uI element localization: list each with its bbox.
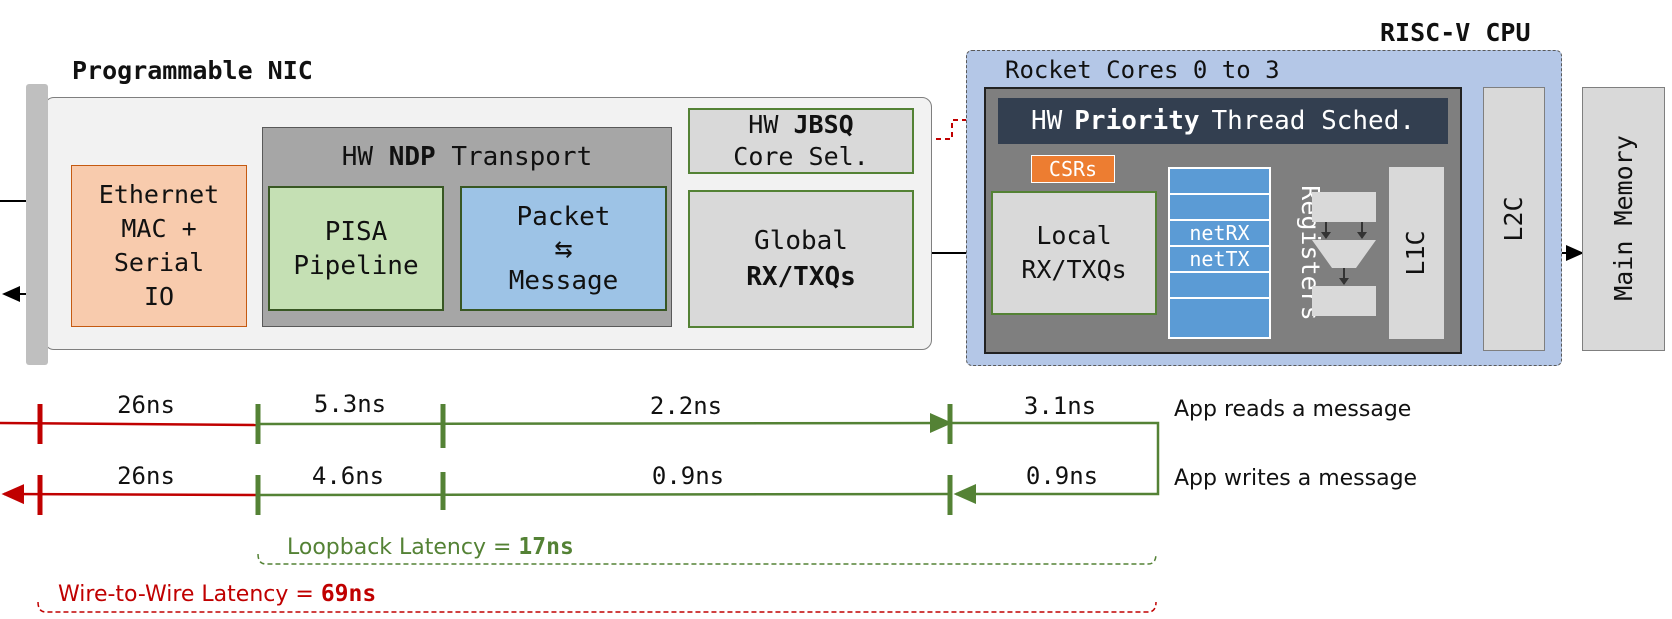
- packet-line-1: Packet: [516, 201, 611, 232]
- priority-sched-block: HW Priority Thread Sched.: [998, 98, 1448, 144]
- l1c-block: [1389, 167, 1444, 339]
- l1c-label: L1C: [1401, 230, 1430, 276]
- register-file: netRX netTX: [1168, 167, 1271, 339]
- read-green-segment: [257, 413, 953, 434]
- csrs-badge: CSRs: [1031, 155, 1115, 183]
- ndp-prefix: HW: [341, 142, 374, 172]
- l2c-label: L2C: [1499, 196, 1528, 242]
- app-reads-label: App reads a message: [1174, 397, 1412, 422]
- datapath-icon: [1312, 192, 1376, 316]
- pisa-line-1: PISA: [324, 216, 388, 247]
- main-memory-label: Main Memory: [1609, 135, 1638, 301]
- register-row: [1170, 169, 1269, 195]
- write-red-segment: [1, 484, 259, 505]
- jbsq-line-1: HW JBSQ: [748, 109, 853, 141]
- loopback-bracket: [257, 553, 1157, 565]
- cores-label: Rocket Cores 0 to 3: [1005, 56, 1280, 84]
- pisa-line-2: Pipeline: [293, 250, 419, 281]
- ndp-bold: NDP: [388, 142, 436, 172]
- sched-suffix: Thread Sched.: [1211, 106, 1416, 136]
- mac-line-1: Ethernet: [98, 180, 220, 209]
- register-nettx: netTX: [1170, 247, 1269, 273]
- jbsq-line-2: Core Sel.: [733, 142, 869, 171]
- jbsq-bold: JBSQ: [793, 110, 854, 139]
- read-latency-2: 2.2ns: [649, 392, 723, 420]
- packet-arrows-icon: ⇆: [554, 230, 573, 266]
- ndp-suffix: Transport: [451, 142, 593, 172]
- nic-title: Programmable NIC: [72, 56, 313, 85]
- packet-message-block: Packet ⇆ Message: [460, 186, 667, 311]
- register-row: [1170, 299, 1269, 325]
- main-memory-block: [1582, 87, 1665, 351]
- read-latency-1: 5.3ns: [313, 390, 387, 418]
- mac-line-2: MAC +: [121, 214, 197, 243]
- wire-prefix: Wire-to-Wire Latency =: [58, 582, 321, 607]
- read-red-segment: [0, 421, 259, 427]
- register-row: [1170, 195, 1269, 221]
- cpu-title: RISC-V CPU: [1380, 18, 1531, 47]
- global-line-1: Global: [754, 226, 848, 256]
- write-latency-1: 4.6ns: [311, 462, 385, 490]
- ethernet-mac-block: Ethernet MAC + Serial IO: [71, 165, 247, 327]
- register-netrx: netRX: [1170, 221, 1269, 247]
- loopback-prefix: Loopback Latency =: [287, 535, 519, 560]
- jbsq-prefix: HW: [748, 110, 779, 139]
- local-line-1: Local: [1036, 221, 1112, 250]
- global-line-2: RX/TXQs: [746, 262, 856, 292]
- app-writes-label: App writes a message: [1174, 466, 1418, 491]
- read-latency-3: 3.1ns: [1023, 392, 1097, 420]
- write-latency-2: 0.9ns: [651, 462, 725, 490]
- local-line-2: RX/TXQs: [1021, 255, 1127, 284]
- mac-line-4: IO: [143, 282, 175, 311]
- ndp-title: HW NDP Transport: [262, 142, 672, 172]
- read-latency-0: 26ns: [117, 391, 175, 419]
- pisa-pipeline-block: PISA Pipeline: [268, 186, 444, 311]
- global-queues-block: Global RX/TXQs: [688, 190, 914, 328]
- packet-line-2: Message: [508, 265, 619, 296]
- sched-prefix: HW: [1030, 106, 1063, 136]
- register-row: [1170, 273, 1269, 299]
- write-latency-0: 26ns: [117, 462, 175, 490]
- loop-turnaround: [950, 421, 1160, 504]
- local-queues-block: Local RX/TXQs: [991, 191, 1157, 315]
- wire-value: 69ns: [320, 581, 377, 607]
- wire-latency: Wire-to-Wire Latency = 69ns: [58, 581, 376, 607]
- loopback-value: 17ns: [518, 534, 574, 560]
- loopback-latency: Loopback Latency = 17ns: [287, 534, 574, 560]
- write-latency-3: 0.9ns: [1025, 462, 1099, 490]
- wire-port-bar: [26, 84, 48, 365]
- jbsq-core-select-block: HW JBSQ Core Sel.: [688, 108, 914, 174]
- mac-line-3: Serial: [113, 248, 205, 277]
- l2c-block: [1483, 87, 1545, 351]
- sched-bold: Priority: [1074, 106, 1200, 136]
- write-green-segment: [257, 492, 951, 497]
